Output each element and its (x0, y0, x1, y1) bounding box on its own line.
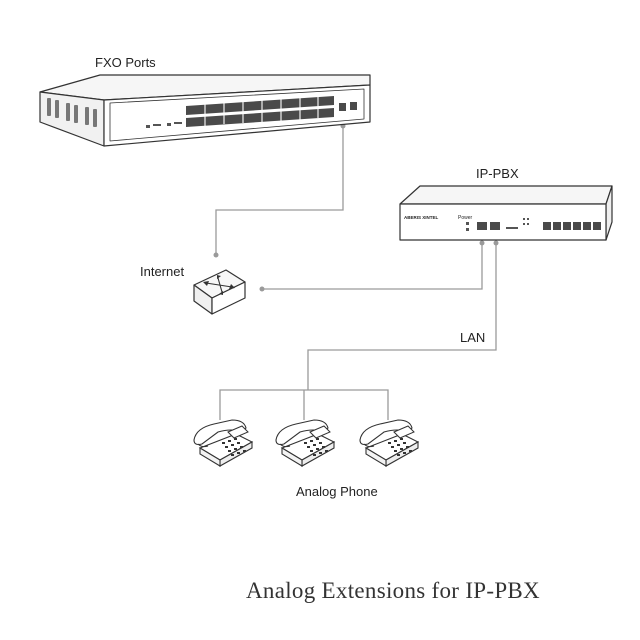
internet-label: Internet (140, 264, 185, 279)
pbx-indicator-dots (523, 218, 529, 225)
fxo-port-array (186, 96, 334, 127)
analog-phone-icon-2 (275, 419, 335, 467)
analog-phone-label: Analog Phone (296, 484, 378, 499)
diagram-caption: Analog Extensions for IP-PBX (246, 578, 540, 603)
fxo-front-bezel (109, 88, 365, 142)
pbx-power-text: Power (458, 215, 473, 221)
switch-to-pbx-line (262, 242, 483, 290)
pbx-front-face (399, 203, 607, 241)
ip-pbx-label: IP-PBX (476, 166, 519, 181)
pbx-fxs-ports (543, 222, 601, 230)
lan-label: LAN (460, 330, 486, 345)
router-switch-icon (193, 269, 246, 315)
fxo-uplink-ports (339, 102, 357, 111)
fxo-ports-label: FXO Ports (95, 55, 156, 70)
fxo-port-dividers (204, 97, 319, 126)
ip-pbx-device (399, 185, 613, 241)
pbx-power-leds (466, 222, 469, 231)
pbx-slot (506, 227, 518, 229)
pbx-network-ports (477, 222, 500, 230)
pbx-top-face (399, 185, 613, 205)
fxo-vents-icon (47, 98, 97, 127)
connection-dots (213, 123, 499, 292)
analog-phone-icon-3 (359, 419, 419, 467)
pbx-brand-text: ABERIS XINTEL (404, 215, 439, 220)
pbx-to-lan-line (307, 242, 497, 390)
analog-phone-icon-1 (193, 419, 253, 467)
fxo-gateway-device (39, 74, 371, 147)
fxo-to-switch-line (215, 126, 344, 255)
connection-lines (215, 126, 497, 420)
fxo-status-leds (146, 122, 182, 128)
